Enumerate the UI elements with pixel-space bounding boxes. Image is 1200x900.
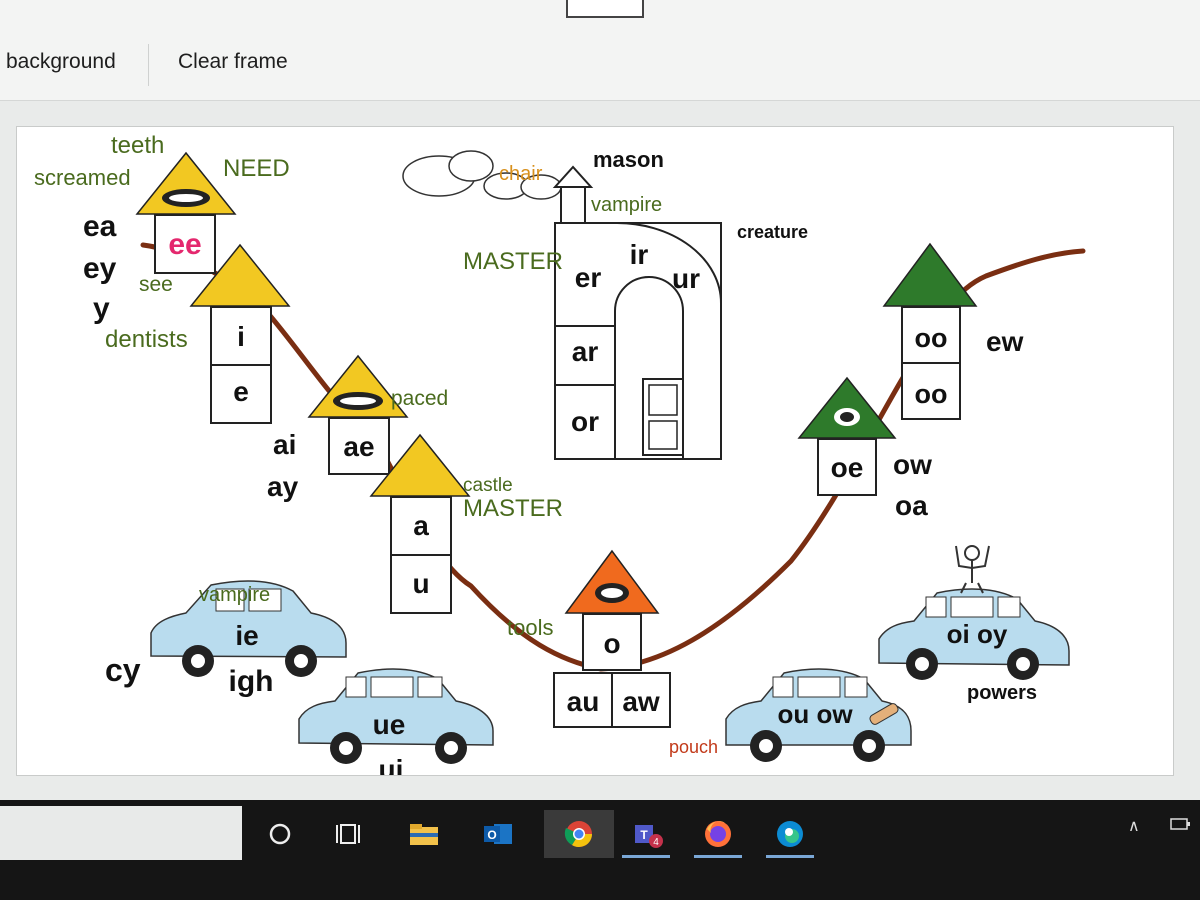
- word-castle: castle: [463, 475, 513, 496]
- outlook-icon[interactable]: O: [470, 810, 526, 858]
- word-master-2: MASTER: [463, 495, 563, 522]
- word-tools: tools: [507, 615, 553, 640]
- grapheme-ui: ui: [379, 754, 404, 775]
- mouth-teeth-icon: [162, 189, 210, 207]
- word-paced: paced: [391, 387, 448, 410]
- grapheme-oo-short: oo: [915, 379, 948, 409]
- battery-icon[interactable]: [1170, 816, 1192, 837]
- taskbar-search-area[interactable]: [0, 806, 242, 860]
- task-view-icon[interactable]: [322, 810, 378, 858]
- grapheme-ai: ai: [273, 429, 296, 460]
- toolbar-separator: [148, 44, 149, 86]
- grapheme-oo-long: oo: [915, 323, 948, 353]
- grapheme-ow: ow: [893, 449, 932, 480]
- car-ou-ow: [725, 668, 912, 762]
- grapheme-ur: ur: [672, 263, 700, 294]
- chevron-up-icon[interactable]: ∧: [1128, 818, 1140, 835]
- grapheme-oe: oe: [831, 452, 864, 483]
- word-pouch: pouch: [669, 737, 718, 757]
- teams-badge: 4: [653, 837, 659, 848]
- word-see: see: [139, 273, 173, 296]
- house-r-controlled: [552, 165, 722, 460]
- car-ie: [150, 580, 347, 677]
- word-need: NEED: [223, 155, 290, 182]
- grapheme-y: y: [93, 292, 110, 325]
- house-oe: [797, 376, 897, 496]
- grapheme-a: a: [413, 510, 429, 541]
- grapheme-au: au: [567, 686, 600, 717]
- phonics-scene: ee i e ae a u o au aw: [34, 132, 1086, 775]
- word-creature: creature: [737, 222, 808, 242]
- svg-text:O: O: [487, 828, 496, 842]
- grapheme-ew: ew: [986, 326, 1024, 357]
- house-a-u: [369, 433, 471, 614]
- car-oi-oy: [878, 545, 1070, 680]
- grapheme-igh: igh: [229, 665, 274, 698]
- clear-frame-button[interactable]: Clear frame: [178, 50, 288, 73]
- grapheme-u: u: [412, 568, 429, 599]
- grapheme-ay: ay: [267, 471, 299, 502]
- grapheme-o: o: [603, 628, 620, 659]
- house-oo: [882, 242, 978, 420]
- mouth-pucker-icon: [834, 408, 860, 426]
- grapheme-ea: ea: [83, 210, 117, 243]
- start-icon[interactable]: [252, 810, 308, 858]
- grapheme-ae: ae: [343, 431, 374, 462]
- smoke-cloud: [402, 150, 562, 200]
- door-icon: [642, 378, 684, 456]
- word-teeth: teeth: [111, 132, 164, 159]
- grapheme-ar: ar: [572, 336, 599, 367]
- background-button[interactable]: background: [6, 50, 116, 73]
- word-mason: mason: [593, 147, 664, 172]
- robot-icon: [955, 545, 990, 594]
- mouth-o-icon: [595, 583, 629, 603]
- house-i-e: [189, 243, 291, 424]
- word-powers: powers: [967, 682, 1037, 704]
- mouth-smile-icon: [333, 392, 383, 410]
- word-dentists: dentists: [105, 326, 188, 353]
- grapheme-aw: aw: [622, 686, 660, 717]
- grapheme-er: er: [575, 262, 602, 293]
- grapheme-ir: ir: [630, 239, 649, 270]
- dropdown-widget[interactable]: [566, 0, 644, 18]
- edge-icon[interactable]: [762, 810, 818, 858]
- grapheme-cy: cy: [105, 652, 141, 688]
- grapheme-ey: ey: [83, 252, 117, 285]
- grapheme-ee: ee: [168, 228, 201, 261]
- grapheme-ou-ow: ou ow: [777, 699, 853, 729]
- firefox-icon[interactable]: [690, 810, 746, 858]
- drawing-canvas[interactable]: ee i e ae a u o au aw: [16, 126, 1174, 776]
- svg-text:T: T: [640, 828, 648, 842]
- bandage-icon: [869, 703, 899, 725]
- grapheme-ue: ue: [373, 709, 406, 740]
- grapheme-or: or: [571, 406, 599, 437]
- grapheme-i: i: [237, 321, 245, 352]
- word-master-1: MASTER: [463, 248, 563, 275]
- grapheme-oi-oy: oi oy: [947, 619, 1008, 649]
- toolbar: background Clear frame: [0, 0, 1200, 101]
- grapheme-oa: oa: [895, 490, 928, 521]
- grapheme-e: e: [233, 376, 249, 407]
- house-o: [553, 549, 671, 728]
- car-ue: [298, 668, 494, 764]
- chrome-icon[interactable]: [544, 810, 614, 858]
- file-explorer-icon[interactable]: [396, 810, 452, 858]
- word-vampire-car: vampire: [199, 584, 270, 606]
- grapheme-ie: ie: [235, 620, 258, 651]
- house-ae: [307, 354, 409, 475]
- word-screamed: screamed: [34, 165, 131, 190]
- word-vampire-top: vampire: [591, 194, 662, 216]
- house-ee: [135, 151, 237, 274]
- word-chair: chair: [499, 163, 543, 185]
